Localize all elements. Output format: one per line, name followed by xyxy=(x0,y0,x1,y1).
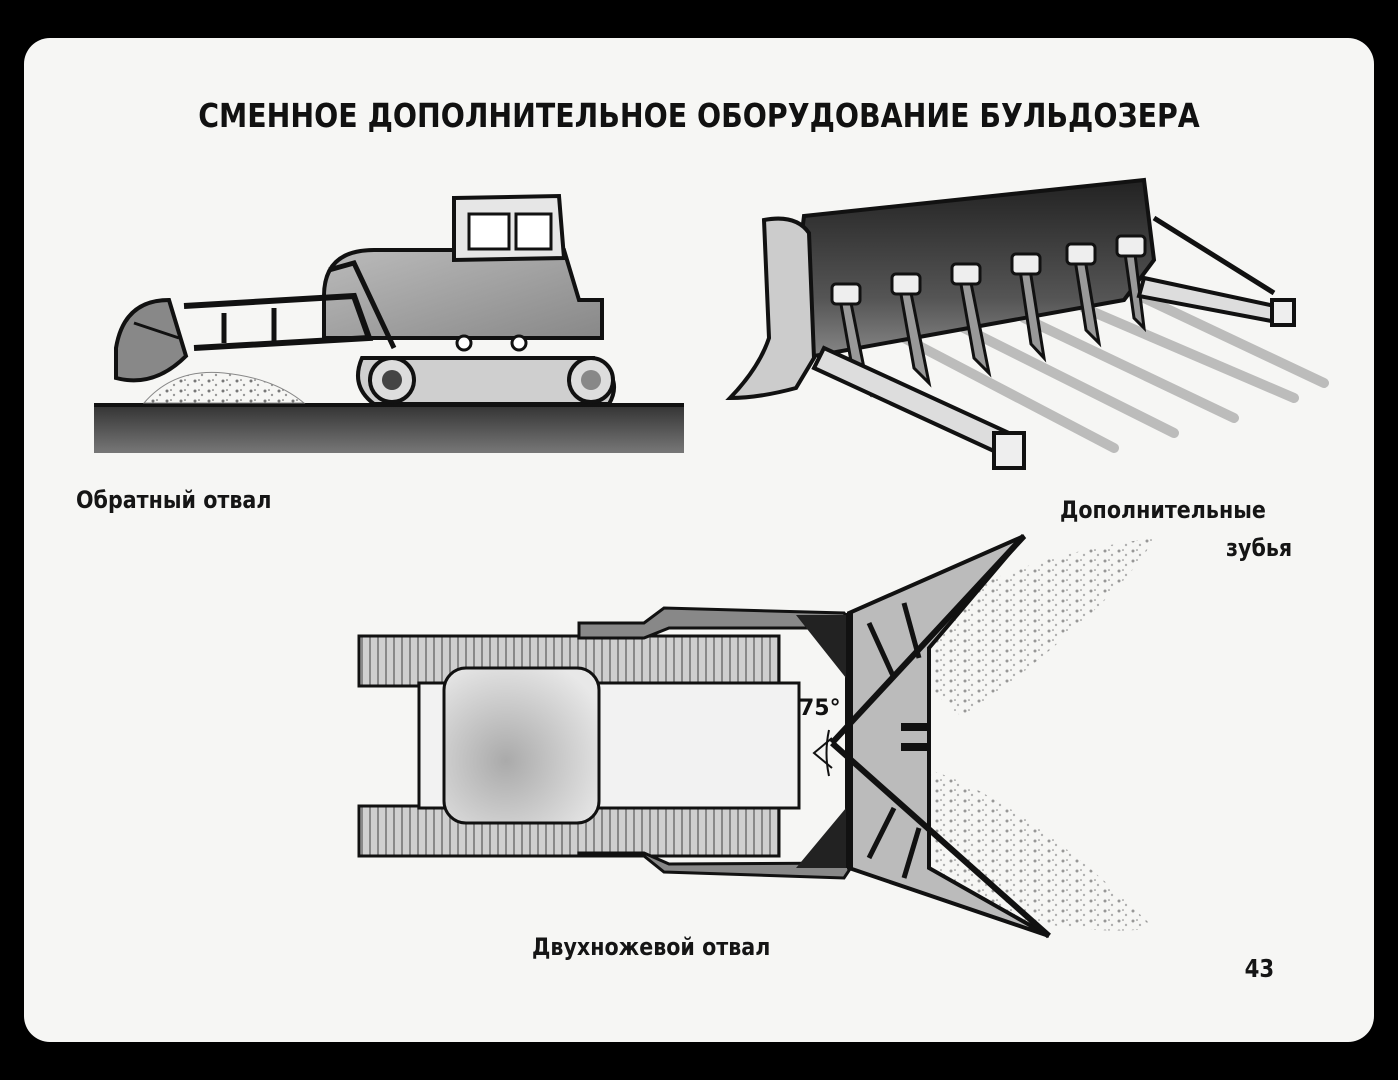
slide-title: СМЕННОЕ ДОПОЛНИТЕЛЬНОЕ ОБОРУДОВАНИЕ БУЛЬ… xyxy=(198,96,1200,135)
reverse-blade-caption: Обратный отвал xyxy=(76,486,272,514)
illustrations: 75° xyxy=(94,177,1329,939)
slide: СМЕННОЕ ДОПОЛНИТЕЛЬНОЕ ОБОРУДОВАНИЕ БУЛЬ… xyxy=(24,38,1374,1042)
ground-strip xyxy=(94,405,684,453)
two-knife-blade-figure: 75° xyxy=(357,533,1154,939)
spoil-pile-bottom xyxy=(915,768,1154,931)
tractor-body xyxy=(322,248,604,340)
extra-teeth-caption-line2: зубья xyxy=(1226,534,1293,562)
dust-streaks xyxy=(899,293,1329,453)
two-knife-blade-caption: Двухножевой отвал xyxy=(532,933,771,961)
soil-pile xyxy=(142,371,306,404)
angle-label: 75° xyxy=(799,696,841,721)
reverse-blade-figure xyxy=(94,193,684,453)
page-number: 43 xyxy=(1244,954,1275,983)
extra-teeth-caption-line1: Дополнительные xyxy=(1060,496,1266,524)
tractor-top xyxy=(442,666,601,825)
spoil-pile-top xyxy=(919,538,1154,718)
reverse-blade xyxy=(114,297,189,383)
extra-teeth-figure xyxy=(725,177,1329,470)
